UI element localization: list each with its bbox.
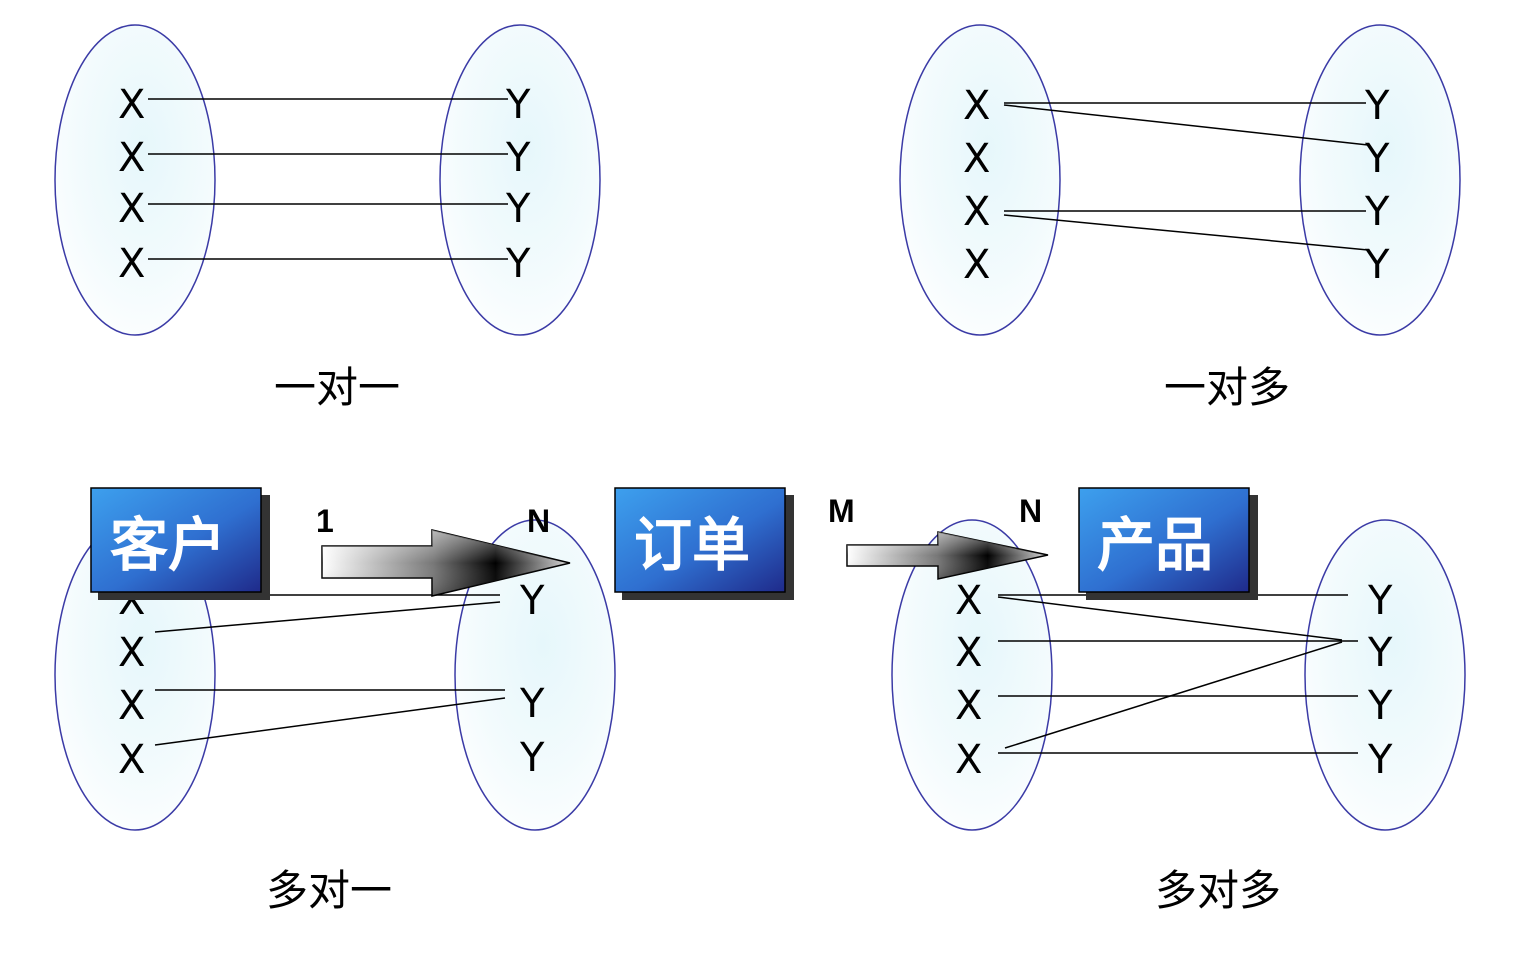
mapping-line bbox=[1003, 104, 1369, 146]
y-label: Y bbox=[1364, 242, 1390, 288]
y-label: Y bbox=[1367, 683, 1393, 729]
set-x-ellipse bbox=[54, 24, 216, 336]
x-label: X bbox=[118, 630, 145, 676]
panel-caption: 一对多 bbox=[1164, 363, 1290, 412]
set-y-ellipse bbox=[454, 519, 616, 831]
y-label: Y bbox=[1367, 578, 1393, 624]
panel-many-to-one: X X X X Y Y Y 多对一 bbox=[54, 519, 616, 915]
y-label: Y bbox=[505, 82, 531, 128]
x-label: X bbox=[963, 136, 990, 182]
cardinality-n-order: N bbox=[527, 503, 550, 539]
entity-customer-box: 客户 bbox=[90, 487, 270, 600]
x-label: X bbox=[118, 186, 145, 232]
mapping-line bbox=[154, 697, 506, 746]
set-y-ellipse bbox=[439, 24, 601, 336]
x-label: X bbox=[118, 241, 145, 287]
mapping-line bbox=[997, 596, 1343, 641]
x-label: X bbox=[963, 189, 990, 235]
x-label: X bbox=[118, 82, 145, 128]
x-label: X bbox=[118, 135, 145, 181]
y-label: Y bbox=[505, 135, 531, 181]
arrow-customer-to-order bbox=[321, 529, 571, 597]
y-label: Y bbox=[519, 578, 545, 624]
x-label: X bbox=[955, 683, 982, 729]
y-label: Y bbox=[1364, 136, 1390, 182]
entity-order-label: 订单 bbox=[634, 511, 750, 579]
x-label: X bbox=[963, 242, 990, 288]
y-label: Y bbox=[1364, 83, 1390, 129]
x-label: X bbox=[118, 737, 145, 783]
mapping-line bbox=[1003, 214, 1369, 251]
x-label: X bbox=[963, 83, 990, 129]
y-label: Y bbox=[519, 735, 545, 781]
panel-one-to-many: X X X X Y Y Y Y 一对多 bbox=[899, 24, 1461, 412]
x-label: X bbox=[955, 630, 982, 676]
y-label: Y bbox=[505, 241, 531, 287]
arrow-order-to-product bbox=[846, 531, 1049, 580]
entity-order-box: 订单 bbox=[614, 487, 794, 600]
panel-many-to-many: X X X X Y Y Y Y 多对多 bbox=[891, 519, 1466, 915]
y-label: Y bbox=[1364, 189, 1390, 235]
cardinality-m: M bbox=[828, 493, 855, 529]
panel-one-to-one: X X X X Y Y Y Y 一对一 bbox=[54, 24, 601, 412]
y-label: Y bbox=[1367, 737, 1393, 783]
cardinality-1: 1 bbox=[316, 503, 334, 539]
mapping-line bbox=[154, 601, 501, 633]
cardinality-n-product: N bbox=[1019, 493, 1042, 529]
entity-product-label: 产品 bbox=[1097, 511, 1213, 579]
x-label: X bbox=[955, 737, 982, 783]
panel-caption: 多对一 bbox=[266, 866, 392, 915]
panel-caption: 一对一 bbox=[274, 363, 400, 412]
entity-customer-label: 客户 bbox=[110, 511, 226, 579]
x-label: X bbox=[955, 578, 982, 624]
y-label: Y bbox=[505, 186, 531, 232]
entity-product-box: 产品 bbox=[1078, 487, 1258, 600]
x-label: X bbox=[118, 683, 145, 729]
y-label: Y bbox=[1367, 630, 1393, 676]
y-label: Y bbox=[519, 681, 545, 727]
panel-caption: 多对多 bbox=[1155, 866, 1281, 915]
mapping-line bbox=[1004, 641, 1343, 749]
